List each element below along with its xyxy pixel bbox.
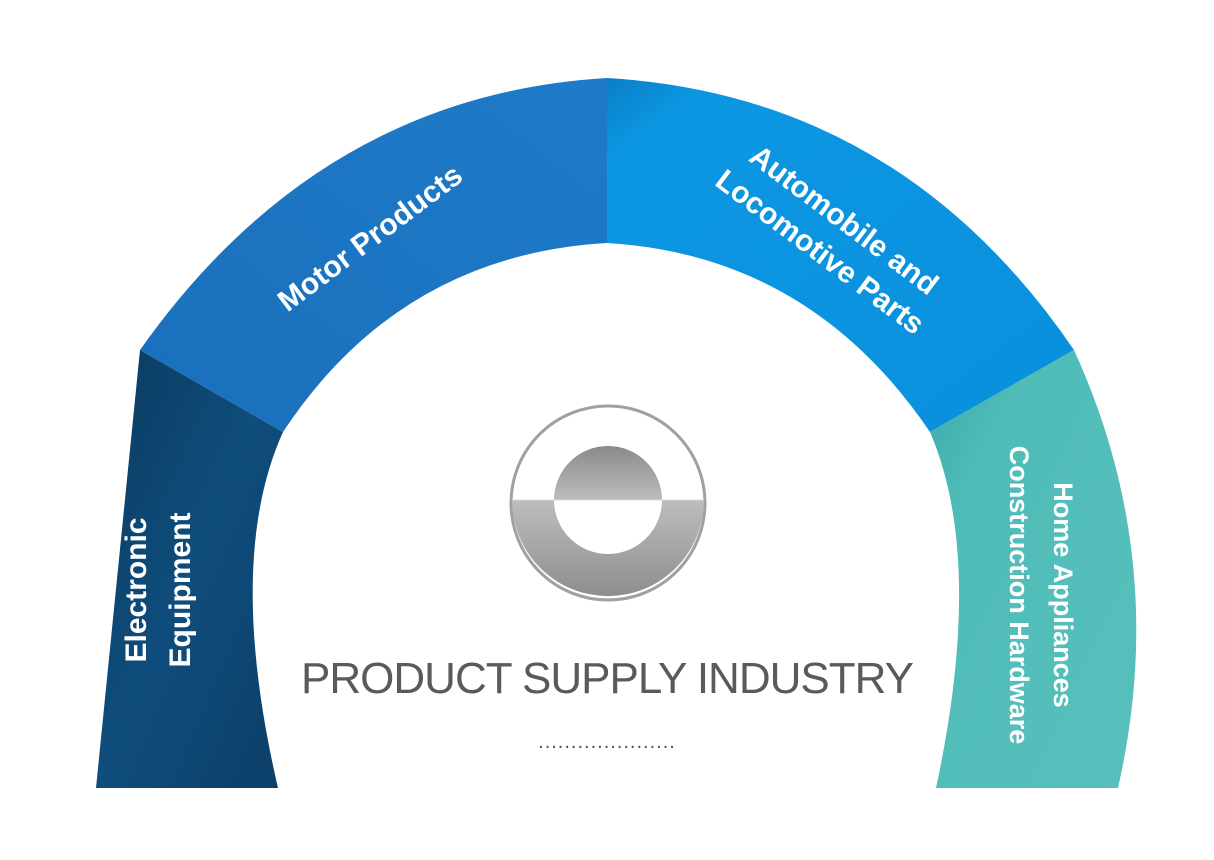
label-home-appliances-construction-hardware: Home Appliances Construction Hardware (1004, 446, 1078, 745)
center-title: PRODUCT SUPPLY INDUSTRY (301, 654, 914, 703)
segment-electronic-equipment (96, 350, 283, 788)
label-electronic-line-2: Equipment (164, 512, 197, 667)
label-electronic-equipment: Electronic Equipment (120, 512, 197, 667)
center-dots: ..................... (538, 731, 676, 753)
segment-motor-products (140, 78, 607, 432)
label-home-line-1: Home Appliances (1048, 482, 1078, 708)
half-circle-logo-icon (509, 404, 707, 602)
label-home-line-2: Construction Hardware (1004, 446, 1034, 745)
segment-home-appliances-construction-hardware (930, 350, 1137, 788)
segment-automobile-locomotive-parts (607, 78, 1074, 432)
label-electronic-line-1: Electronic (120, 517, 153, 662)
